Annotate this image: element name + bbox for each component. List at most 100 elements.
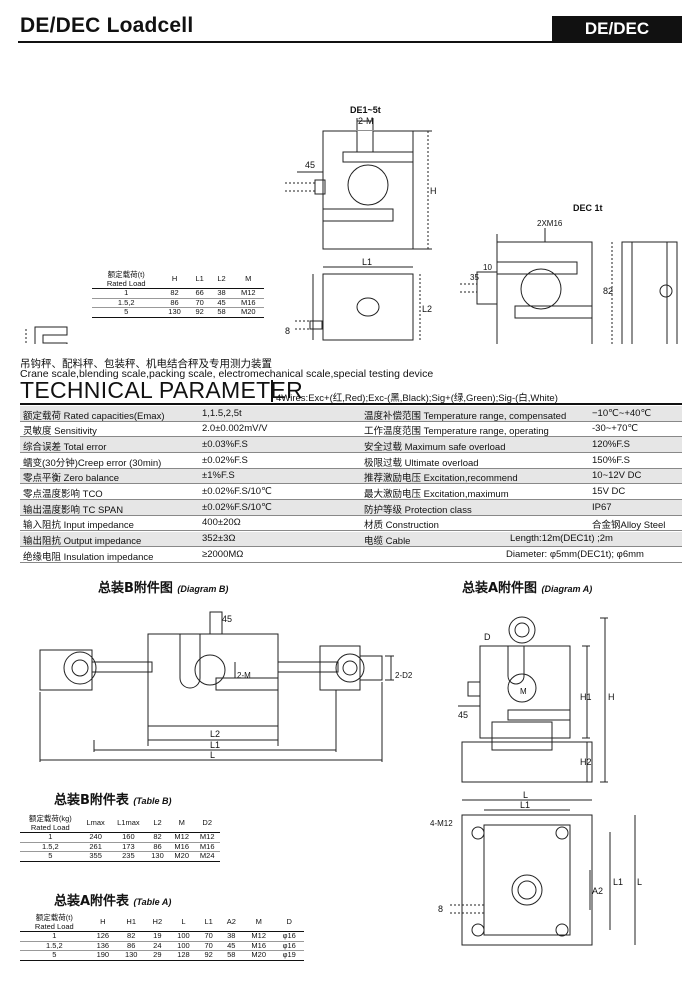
svg-text:2-M: 2-M	[358, 116, 374, 126]
applications-en: Crane scale,blending scale,packing scale…	[20, 368, 434, 380]
title-divider	[271, 380, 273, 402]
table-b-sub: (Table B)	[133, 796, 172, 806]
param-name: 防护等级 Protection class	[364, 504, 472, 516]
parameter-row: 零点温度影响 TCO ±0.02%F.S/10℃ 最大激励电压 Excitation…	[20, 485, 682, 500]
svg-text:45: 45	[222, 614, 232, 624]
svg-text:H2: H2	[580, 757, 592, 767]
diagram-b-title: 总装B附件图	[98, 581, 173, 596]
svg-text:45: 45	[458, 710, 468, 720]
parameter-row: 蠕变(30分钟)Creep error (30min) ±0.02%F.S 极限过载…	[20, 453, 682, 469]
parameter-row: 输入阻抗 Input impedance 400±20Ω 材质 Constructi…	[20, 516, 682, 532]
param-value: 1,1.5,2,5t	[202, 407, 242, 419]
diagram-a-heading: 总装A附件图 (Diagram A)	[462, 577, 592, 597]
svg-text:L1: L1	[613, 877, 623, 887]
svg-text:10: 10	[483, 263, 492, 272]
svg-text:2XM16: 2XM16	[537, 219, 563, 228]
param-value: ±0.02%F.S	[202, 454, 248, 466]
param-name: 最大激励电压 Excitation,maximum	[364, 489, 509, 500]
svg-text:2-D2: 2-D2	[395, 671, 413, 680]
svg-text:L1: L1	[362, 257, 372, 267]
param-value: 2.0±0.002mV/V	[202, 423, 268, 435]
param-name: 额定载荷 Rated capacities(Emax)	[23, 410, 165, 422]
wires-note: 4Wires:Exc+(红,Red);Exc-(黑,Black);Sig+(绿,…	[276, 393, 558, 404]
param-name: 输入阻抗 Input impedance	[23, 520, 134, 532]
diagram-a-title: 总装A附件图	[462, 581, 538, 596]
loadcell-drawings: DE1~5t 2-M 45 H L1 L2 8 DEC 1t 2XM16 10 …	[25, 105, 678, 344]
param-name: 材质 Construction	[364, 520, 439, 532]
applications-cn: 吊钩秤、配料秤、包装秤、机电结合秤及专用测力装置	[20, 358, 272, 370]
param-name: 蠕变(30分钟)Creep error (30min)	[23, 457, 162, 469]
table-a-heading: 总装A附件表 (Table A)	[54, 890, 171, 910]
svg-text:M: M	[520, 687, 527, 696]
param-value: ±0.02%F.S/10℃	[202, 486, 272, 497]
header-rule	[18, 41, 682, 43]
svg-text:2-M: 2-M	[237, 671, 251, 680]
size-head-load: 额定载荷(t)Rated Load	[92, 270, 161, 289]
parameter-row: 输出温度影响 TC SPAN ±0.02%F.S/10℃ 防护等级 Protecti…	[20, 500, 682, 516]
svg-text:4-M12: 4-M12	[430, 819, 453, 828]
param-name: 安全过载 Maximum safe overload	[364, 441, 506, 453]
svg-text:H: H	[430, 186, 437, 196]
svg-text:35: 35	[470, 273, 479, 282]
svg-text:L2: L2	[422, 304, 432, 314]
svg-text:8: 8	[285, 326, 290, 336]
param-value: 150%F.S	[592, 454, 631, 466]
param-value: ±0.02%F.S/10℃	[202, 501, 272, 513]
svg-text:L: L	[523, 790, 528, 800]
param-value: IP67	[592, 501, 612, 513]
param-name: 绝缘电阻 Insulation impedance	[23, 551, 154, 563]
parameter-row: 零点平衡 Zero balance ±1%F.S 推荐激励电压 Excitation…	[20, 468, 682, 485]
param-value: ±0.03%F.S	[202, 438, 248, 450]
diagram-b-drawing: 45 2-M 2-D2 L2 L1 L	[39, 611, 413, 762]
svg-text:H: H	[608, 692, 615, 702]
param-name: 极限过载 Ultimate overload	[364, 457, 479, 469]
param-value: ±1%F.S	[202, 470, 235, 482]
table-b-title: 总装B附件表	[54, 793, 129, 808]
param-value: Diameter: φ5mm(DEC1t); φ6mm	[506, 548, 644, 560]
svg-text:D: D	[484, 632, 491, 642]
parameter-row: 额定载荷 Rated capacities(Emax) 1,1.5,2,5t 温度补…	[20, 406, 682, 422]
param-value: 400±20Ω	[202, 517, 241, 529]
param-name: 灵敏度 Sensitivity	[23, 426, 97, 438]
param-value: −10℃~+40℃	[592, 407, 652, 419]
svg-text:L1: L1	[520, 800, 530, 810]
table-a-sub: (Table A)	[133, 897, 172, 907]
svg-text:L2: L2	[210, 729, 220, 739]
param-name: 输出温度影响 TC SPAN	[23, 504, 124, 516]
svg-text:A2: A2	[592, 886, 603, 896]
param-name: 工作温度范围 Temperature range, operating	[364, 426, 549, 438]
param-value: 352±3Ω	[202, 533, 236, 545]
page-title: DE/DEC Loadcell	[20, 14, 194, 37]
param-value: 120%F.S	[592, 438, 631, 450]
svg-text:L: L	[637, 877, 642, 887]
param-value: ≥2000MΩ	[202, 548, 244, 560]
param-name: 温度补偿范围 Temperature range, compensated	[364, 410, 567, 422]
param-value: Length:12m(DEC1t) ;2m	[510, 533, 613, 545]
svg-text:45: 45	[305, 160, 315, 170]
param-value: 合金钢Alloy Steel	[592, 520, 666, 532]
param-name: 输出阻抗 Output impedance	[23, 536, 142, 548]
table-a-title: 总装A附件表	[54, 894, 130, 909]
de-label: DE1~5t	[350, 105, 381, 115]
table-b-heading: 总装B附件表 (Table B)	[54, 789, 172, 809]
param-name: 电缆 Cable	[364, 536, 411, 548]
param-name: 零点温度影响 TCO	[23, 489, 103, 500]
dec-label: DEC 1t	[573, 203, 603, 213]
param-name: 推荐激励电压 Excitation,recommend	[364, 473, 518, 485]
param-name: 零点平衡 Zero balance	[23, 473, 120, 485]
svg-text:L1: L1	[210, 740, 220, 750]
svg-text:H1: H1	[580, 692, 592, 702]
parameter-row: 综合误差 Total error ±0.03%F.S 安全过载 Maximum sa…	[20, 437, 682, 453]
param-value: 10~12V DC	[592, 470, 642, 482]
param-name: 综合误差 Total error	[23, 441, 107, 453]
